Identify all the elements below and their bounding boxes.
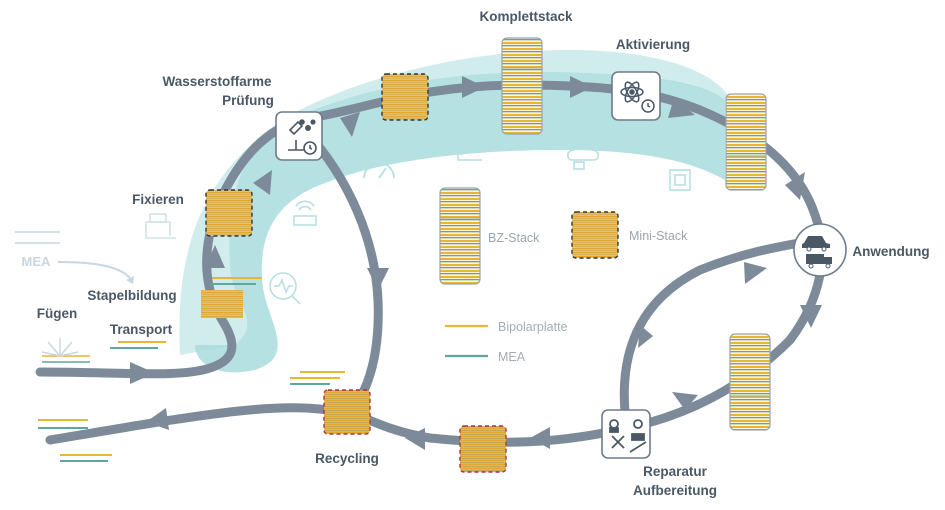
aufbereitung-label: Aufbereitung [633,483,717,498]
station-aktivierung [611,71,661,121]
recycle-stack-2 [459,425,507,473]
chart-icon [457,138,482,161]
gauge-icon [363,162,395,179]
wifi-sensor-icon [293,200,317,226]
aktivierung-label: Aktivierung [616,37,690,52]
fuegen-label: Fügen [37,306,78,321]
car-truck-icon [802,236,832,269]
stapelbildung-label: Stapelbildung [87,288,176,303]
chip-icon [669,169,691,191]
full-stack-anwendung [729,333,771,431]
atom-stopwatch-icon [620,81,655,113]
station-pruefung [275,111,323,161]
prozess-band [195,71,725,373]
station-reparatur [601,409,651,459]
recycle-stack-1 [323,389,371,435]
full-stack-aktivierung [725,93,767,191]
cloud-icon [566,143,600,170]
transport-label: Transport [110,322,173,337]
prozess-band-outer [179,49,728,356]
mini-stack-fixieren [205,189,253,237]
wasserstoffarme-label: Wasserstoffarme [162,74,272,89]
station-anwendung [793,223,847,277]
fixieren-label: Fixieren [132,192,184,207]
bz-stack-label: BZ-Stack [488,231,540,245]
welding-spark-icon [41,338,79,357]
full-stack-bz [439,187,481,285]
legend-mea-label: MEA [498,350,526,364]
route-repair [619,235,820,417]
route-arrows [130,76,822,450]
pruefung-label: Prüfung [222,93,274,108]
magnifier-wave-icon [269,272,301,305]
microscope-stopwatch-icon [288,119,317,155]
sewing-machine-icon [145,213,176,239]
full-stack-komplett [501,37,543,135]
legend: Bipolarplatte MEA [445,320,568,364]
mini-stack-label: Mini-Stack [629,229,688,243]
reparatur-label: Reparatur [643,464,708,479]
recycling-label: Recycling [315,451,379,466]
mini-stack-legend [571,211,619,259]
route-recycling [300,125,383,417]
mini-stack-top [381,73,429,121]
anwendung-label: Anwendung [852,244,929,259]
input-layers [15,231,345,462]
mini-stack-stapelbildung [201,290,243,318]
komplettstack-label: Komplettstack [479,9,573,24]
legend-bipolarplatte-label: Bipolarplatte [498,320,568,334]
mea-input-label: MEA [22,254,52,269]
repair-tools-icon [609,419,647,453]
